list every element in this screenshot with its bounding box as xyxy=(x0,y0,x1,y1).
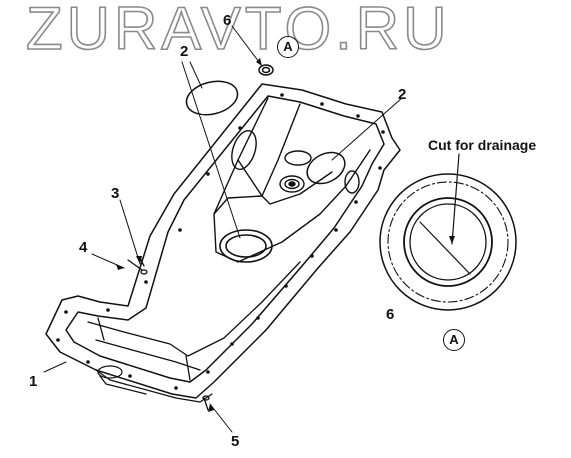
callout-5: 5 xyxy=(231,433,240,450)
seal-ring xyxy=(258,64,274,76)
leader-arrowheads xyxy=(116,58,262,412)
bolts xyxy=(127,257,210,411)
callout-6-detail: 6 xyxy=(386,306,395,323)
callout-3: 3 xyxy=(111,185,120,202)
callout-2-right: 2 xyxy=(398,86,407,103)
cover-plate-right xyxy=(306,151,346,185)
leader-lines xyxy=(43,25,403,433)
detail-caption: Cut for drainage xyxy=(428,137,537,153)
pickup-ring xyxy=(219,229,273,263)
lower-tray xyxy=(87,261,301,403)
callout-4: 4 xyxy=(79,239,88,256)
detail-ref-a-bottom: A xyxy=(443,329,465,351)
callout-1: 1 xyxy=(29,373,38,390)
cover-plate-left xyxy=(185,80,239,116)
detail-ref-a-top: A xyxy=(277,36,299,58)
detail-seal-ring xyxy=(379,153,517,311)
bolt-holes xyxy=(56,93,385,390)
callout-2-left: 2 xyxy=(180,43,189,60)
pan-flange xyxy=(45,83,401,399)
callout-6-top: 6 xyxy=(223,12,232,29)
drain-plug xyxy=(279,150,312,193)
